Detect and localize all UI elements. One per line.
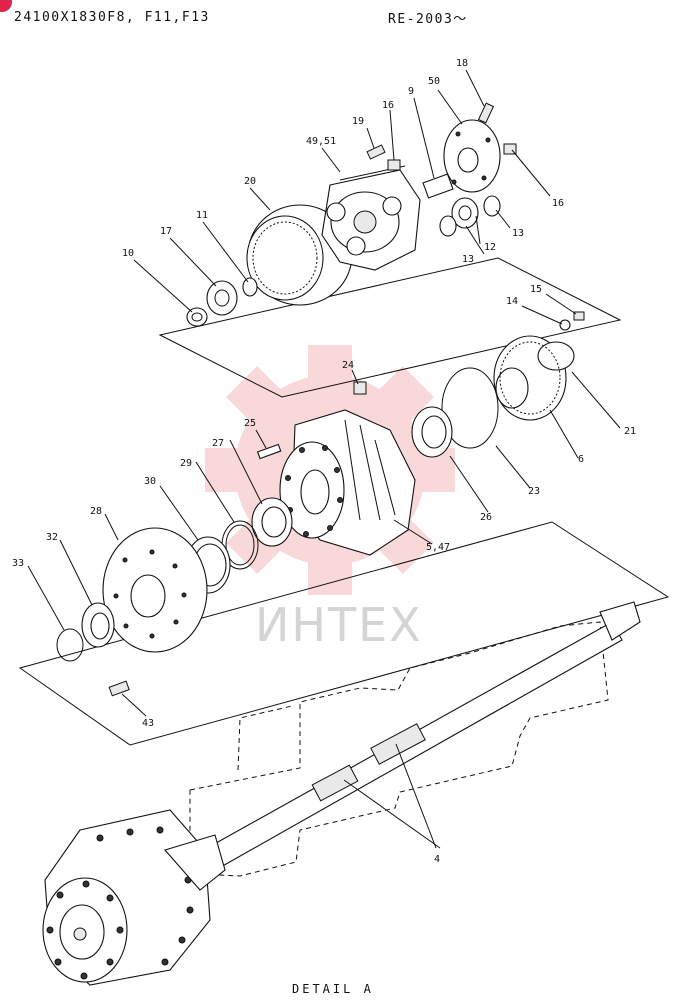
callout-20: 20 [244,176,256,187]
nut-16a [387,159,401,171]
corner-badge [0,0,12,12]
callout-32: 32 [46,532,58,543]
wheel-hub-5-47 [279,409,416,556]
washer-13a [483,195,501,217]
callout-16-top: 16 [382,100,394,111]
callout-21: 21 [624,426,636,437]
stud-bolt-25 [256,443,282,460]
bolt-19 [366,144,386,160]
group-frame-planetary [158,257,622,398]
callout-6: 6 [578,454,584,465]
group-frame-hub [18,521,670,746]
callout-50: 50 [428,76,440,87]
callout-33: 33 [12,558,24,569]
callout-4: 4 [434,854,440,865]
bolt-43 [108,680,130,697]
callout-14: 14 [506,296,518,307]
callout-28: 28 [90,506,102,517]
callout-23: 23 [528,486,540,497]
callout-5-47: 5,47 [426,542,450,553]
oil-seal-26 [411,406,453,458]
pinion-gear-17 [206,280,238,316]
callout-43: 43 [142,718,154,729]
leader-lines [27,69,621,849]
watermark-text: ИНТЕХ [255,598,423,652]
axle-housing-outline [189,621,609,877]
callout-29: 29 [180,458,192,469]
callout-9: 9 [408,86,414,97]
cover-plate-50 [443,119,501,193]
serial-range-header: RE-2003〜 [388,12,468,27]
lockplate-14 [559,319,571,331]
bolt-15 [573,311,585,321]
planet-gear-12 [451,197,479,229]
callout-16-right: 16 [552,198,564,209]
part-code-header: 24100X1830F8, F11,F13 [14,10,210,25]
callout-11: 11 [196,210,208,221]
brake-disc-28 [102,527,208,653]
callout-13-left: 13 [462,254,474,265]
collar-10 [186,307,208,327]
pin-9 [422,173,454,199]
callout-24: 24 [342,360,354,371]
nut-16b [503,143,517,155]
washer-11 [242,277,258,297]
callout-labels: 18 50 9 16 19 16 49,51 20 11 17 10 13 12… [12,58,636,865]
wheel-end-assembly [42,809,226,986]
bolt-18 [477,102,495,124]
callout-18: 18 [456,58,468,69]
sun-gear-assembly-21 [493,335,575,421]
callout-17: 17 [160,226,172,237]
washer-13b [439,215,457,237]
callout-12: 12 [484,242,496,253]
axle-shaft-4 [199,601,641,873]
callout-27: 27 [212,438,224,449]
snap-ring-33 [56,628,84,662]
callout-10: 10 [122,248,134,259]
bearing-27 [251,497,293,547]
nut-24 [353,381,367,395]
o-ring-23 [441,367,499,449]
callout-25: 25 [244,418,256,429]
planet-carrier-49-51 [321,165,421,271]
callout-19: 19 [352,116,364,127]
callout-49-51: 49,51 [306,136,336,147]
callout-26: 26 [480,512,492,523]
oil-seal-32 [81,602,115,648]
callout-15: 15 [530,284,542,295]
callout-30: 30 [144,476,156,487]
detail-caption: DETAIL A [292,982,374,996]
callout-13-right: 13 [512,228,524,239]
